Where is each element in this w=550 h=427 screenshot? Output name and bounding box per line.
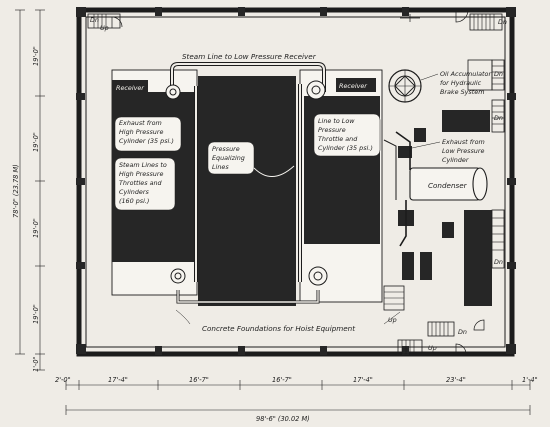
label-steam-lines-1: Steam Lines to (119, 161, 167, 169)
label-steam-lines-3: Throttles and (119, 179, 163, 187)
label-exhaust-lp-1: Exhaust from (442, 138, 485, 146)
bottom-dimension-labels: 2'-0" 17'-4" 16'-7" 16'-7" 17'-4" 23'-4"… (55, 376, 538, 423)
label-dn-bottom: Dn (458, 328, 467, 336)
left-dimension-labels: 19'-0" 19'-0" 19'-0" 19'-0" 1'-0" 78'-0"… (12, 46, 40, 372)
dim-left-4: 19'-0" (32, 304, 40, 324)
label-dn-right-a: Dn (494, 70, 503, 78)
dim-left-2: 19'-0" (32, 132, 40, 152)
left-dimensions (15, 9, 45, 371)
label-up-left: Up (100, 24, 109, 32)
oil-accumulator (388, 69, 422, 103)
label-dn-right-b: Dn (494, 114, 503, 122)
dim-bottom-7: 1'-4" (522, 376, 538, 384)
dim-bottom-3: 16'-7" (189, 376, 209, 384)
label-steam-lines-4: Cylinders (119, 188, 149, 196)
label-equalizing-3: Lines (212, 163, 229, 171)
dim-bottom-5: 17'-4" (353, 376, 373, 384)
label-condenser: Condenser (428, 181, 468, 190)
label-steam-lines-2: High Pressure (119, 170, 163, 178)
steam-piping (170, 62, 326, 304)
dim-left-1: 19'-0" (32, 46, 40, 66)
dim-left-3: 19'-0" (32, 218, 40, 238)
dim-bottom-total: 98'-6" (30.02 M) (256, 415, 310, 423)
label-dn-top-left: Dn (90, 16, 99, 24)
label-exhaust-lp-2: Low Pressure (442, 147, 484, 155)
label-oil-acc-1: Oil Accumulator (440, 70, 491, 78)
stair-top-left: Dn (87, 13, 123, 29)
label-exhaust-lp-3: Cylinder (442, 156, 469, 164)
label-dn-right-c: Dn (494, 258, 503, 266)
receiver-drums (165, 80, 328, 286)
stair-up-right: Up (383, 285, 405, 324)
label-line-lp-3: Throttle and (318, 135, 358, 143)
wall-columns (76, 7, 516, 355)
label-oil-acc-2: for Hydraulic (440, 79, 482, 87)
right-equipment: Dn Dn Condenser Dn (383, 59, 505, 306)
stair-top-right: Dn (400, 9, 507, 31)
label-exhaust-hp-2: High Pressure (119, 128, 163, 136)
label-steam-lines-5: (160 psi.) (119, 197, 149, 205)
label-steam-line: Steam Line to Low Pressure Receiver (182, 52, 317, 61)
dim-bottom-1: 2'-0" (55, 376, 71, 384)
label-line-lp-1: Line to Low (318, 117, 355, 125)
dim-bottom-6: 23'-4" (446, 376, 466, 384)
label-equalizing-2: Equalizing (212, 154, 245, 162)
label-receiver-right: Receiver (339, 82, 367, 90)
label-line-lp-4: Cylinder (35 psi.) (318, 144, 373, 152)
label-oil-acc-3: Brake System (440, 88, 484, 96)
label-exhaust-hp-1: Exhaust from (119, 119, 162, 127)
label-equalizing-1: Pressure (212, 145, 240, 153)
dim-left-5: 1'-0" (32, 356, 40, 372)
label-dn-top-right: Dn (498, 18, 507, 26)
label-receiver-left: Receiver (116, 84, 144, 92)
dim-bottom-2: 17'-4" (108, 376, 128, 384)
foundation-right: Receiver (299, 69, 383, 303)
dim-left-total: 78'-0" (23.78 M) (12, 164, 20, 218)
label-concrete-foundations: Concrete Foundations for Hoist Equipment (202, 324, 356, 333)
label-exhaust-hp-3: Cylinder (35 psi.) (119, 137, 174, 145)
label-up-stair: Up (388, 316, 397, 324)
foundation-center (198, 76, 296, 306)
label-line-lp-2: Pressure (318, 126, 346, 134)
dim-bottom-4: 16'-7" (272, 376, 292, 384)
bottom-dimensions (65, 380, 531, 415)
annotation-labels: Steam Line to Low Pressure Receiver Exha… (114, 52, 491, 333)
stair-bottom-right: Dn Up (397, 319, 485, 355)
label-up-bottom: Up (428, 344, 437, 352)
